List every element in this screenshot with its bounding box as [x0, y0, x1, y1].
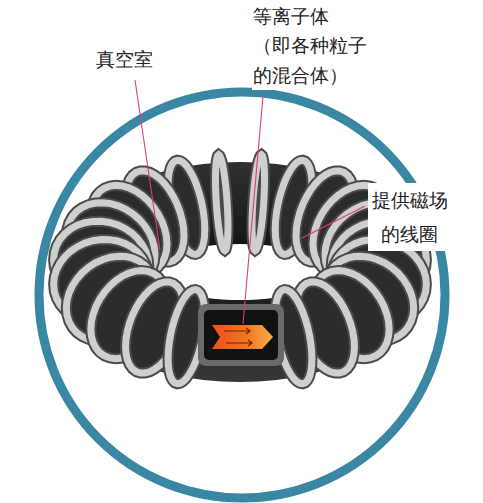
coil-band — [215, 155, 228, 251]
chamber-wall — [198, 304, 284, 366]
plasma-arrows — [224, 328, 252, 346]
vacuum-chamber — [204, 310, 278, 360]
plasma — [212, 325, 273, 349]
cutaway — [198, 304, 284, 366]
leader-lines — [135, 80, 365, 324]
part-label: 提供磁场 的线圈 — [368, 183, 452, 251]
leader-line — [243, 96, 263, 324]
part-label: 等离子体 （即各种粒子 的混合体） — [252, 2, 374, 90]
flow-arrow — [226, 340, 252, 346]
leader-line — [135, 80, 160, 250]
part-label: 真空室 — [95, 46, 154, 73]
coil — [215, 155, 228, 251]
frame-circle — [39, 92, 445, 498]
coil-edge — [215, 155, 228, 251]
leader-line — [302, 206, 365, 238]
flow-arrow — [224, 328, 250, 334]
